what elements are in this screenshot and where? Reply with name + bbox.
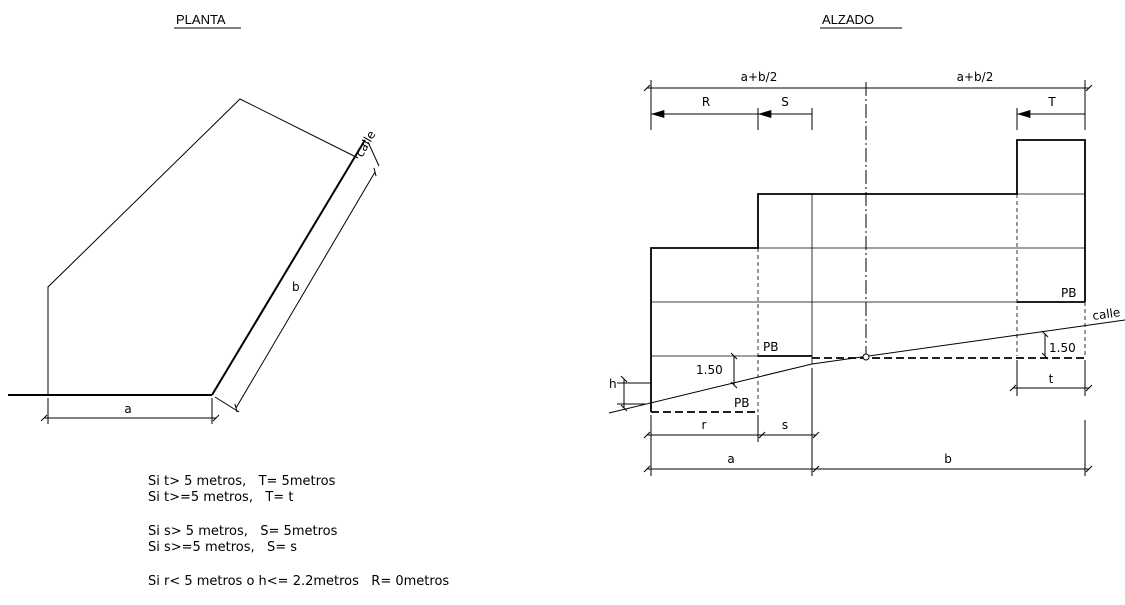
elevation-view: ALZADO a+b/2 a+b/2 R S T (608, 12, 1125, 476)
left-150-label: 1.50 (696, 363, 723, 377)
pb-lower-label: PB (734, 396, 749, 410)
t-label: t (1049, 372, 1054, 386)
plan-b-dimension-line (234, 167, 377, 413)
R-label: R (702, 95, 710, 109)
h-label: h (609, 377, 617, 391)
a-label: a (727, 452, 734, 466)
right-150-label: 1.50 (1049, 341, 1076, 355)
plan-lot-outline (47, 98, 359, 395)
terrain-line (608, 319, 1125, 414)
axis-terrain-point (862, 353, 870, 361)
pb-middle-label: PB (763, 340, 778, 354)
plan-a-label: a (124, 402, 131, 416)
plan-b-ext-bottom (214, 396, 240, 413)
b-label: b (944, 452, 952, 466)
r-label: r (702, 418, 707, 432)
rule-s-greater: Si s> 5 metros, S= 5metros (148, 524, 338, 539)
rule-s-greater-equal: Si s>=5 metros, S= s (148, 540, 297, 555)
s-label: s (782, 418, 788, 432)
plan-street-label: calle (352, 128, 378, 159)
plan-b-label: b (292, 280, 300, 294)
rule-r-h: Si r< 5 metros o h<= 2.2metros R= 0metro… (148, 574, 449, 589)
half-right-label: a+b/2 (957, 70, 994, 84)
elevation-street-label: calle (1091, 305, 1121, 323)
plan-view: PLANTA a b calle (8, 12, 380, 424)
plan-b-ext-top (367, 141, 380, 167)
T-label: T (1047, 95, 1056, 109)
elevation-title: ALZADO (822, 12, 874, 27)
rule-t-greater-equal: Si t>=5 metros, T= t (148, 490, 293, 505)
pb-upper-right-label: PB (1061, 286, 1076, 300)
rules-block: Si t> 5 metros, T= 5metros Si t>=5 metro… (148, 474, 449, 589)
plan-title: PLANTA (176, 12, 226, 27)
S-label: S (781, 95, 789, 109)
half-left-label: a+b/2 (741, 70, 778, 84)
plan-street-line (211, 139, 366, 396)
rule-t-greater: Si t> 5 metros, T= 5metros (148, 474, 336, 489)
